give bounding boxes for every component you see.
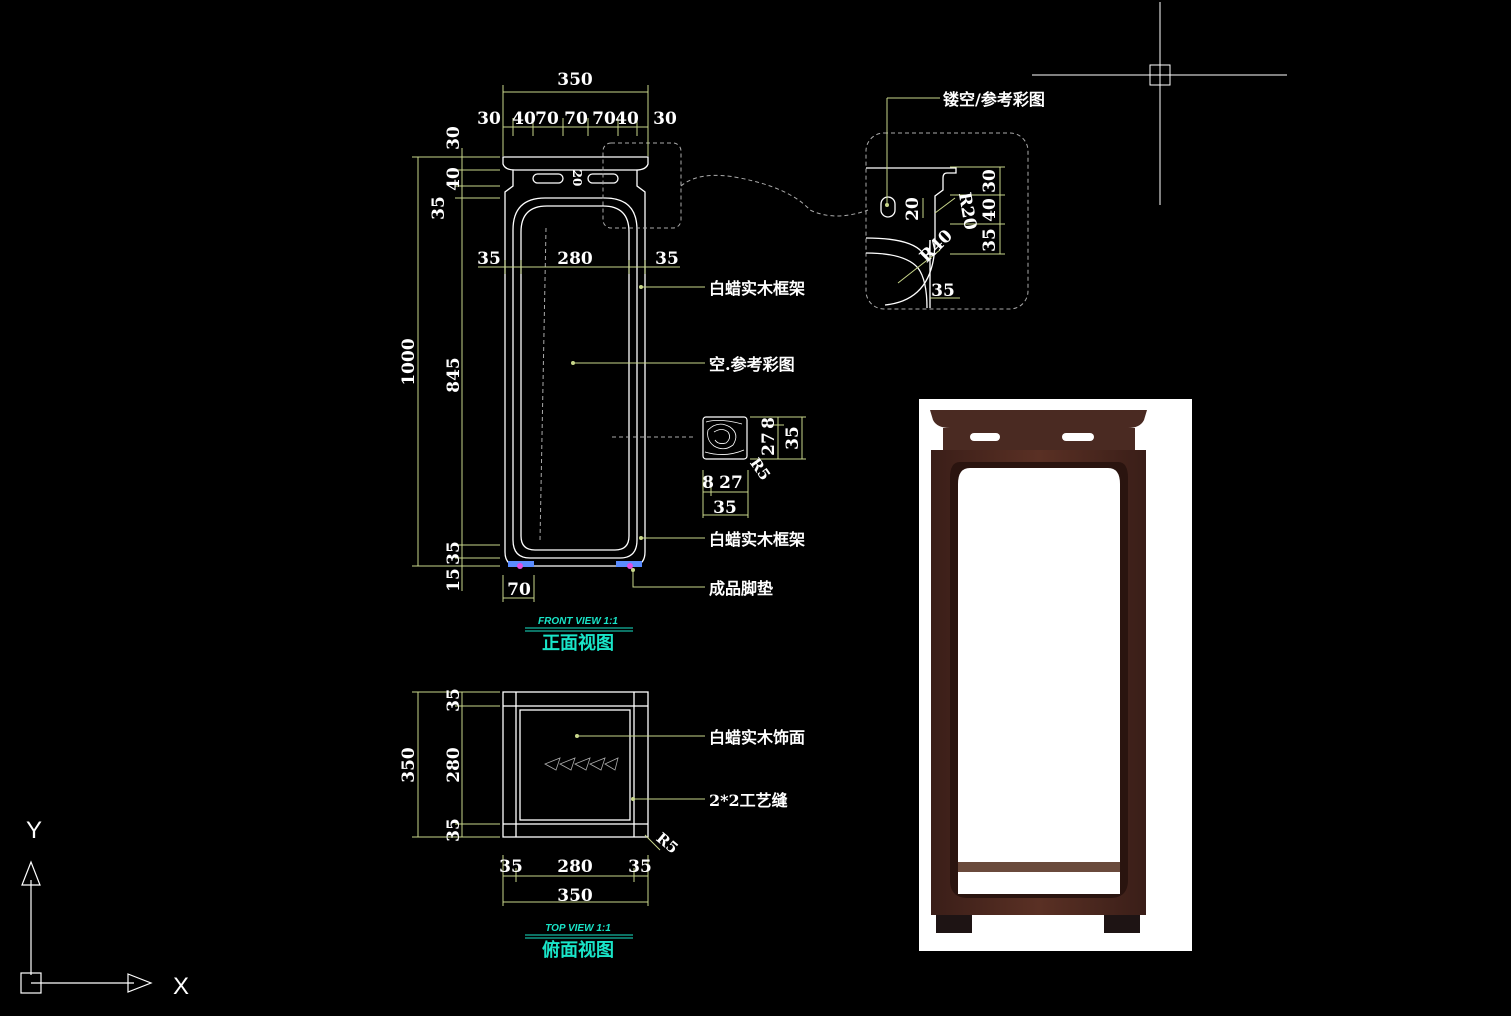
front-top-seg-6: 40 (615, 109, 639, 129)
front-top-seg-4: 70 (564, 109, 588, 129)
ucs-y-label: Y (26, 817, 42, 844)
section-dim-8-side: 8 (759, 417, 779, 429)
front-view-leader-dots (571, 285, 643, 572)
section-dim-8-bottom: 8 (702, 473, 714, 493)
front-top-seg-3: 70 (535, 109, 559, 129)
zoom-dim-r40: R40 (916, 226, 957, 267)
top-bottom-3: 35 (628, 857, 652, 877)
crosshair-cursor-icon (1032, 2, 1287, 205)
zoom-detail-dimension-lines (886, 97, 1005, 299)
front-view: 350 30 40 70 70 70 40 30 1000 30 40 35 8… (399, 70, 869, 654)
wood-grain-section-icon (702, 416, 748, 460)
front-foot-width: 70 (507, 580, 531, 600)
zoom-detail: 镂空/参考彩图 20 R20 R40 35 30 40 35 (865, 90, 1045, 310)
front-view-dimension-lines (412, 85, 705, 602)
wood-grain-arrows-icon (544, 757, 619, 771)
section-detail: 8 27 35 27 8 35 R5 (702, 416, 806, 518)
label-frame-top: 白蜡实木框架 (709, 279, 805, 298)
zoom-dim-35-bottom: 35 (931, 281, 955, 301)
top-total-bottom: 350 (557, 886, 593, 906)
front-view-subtitle: FRONT VIEW 1:1 (538, 616, 618, 627)
label-surface: 白蜡实木饰面 (709, 728, 805, 747)
front-mid-w-2: 280 (557, 249, 593, 269)
section-dim-27-bottom: 27 (719, 473, 743, 493)
top-left-2: 280 (444, 747, 464, 783)
top-view-dimension-lines (412, 691, 705, 906)
top-view-geometry (502, 691, 649, 838)
front-mid-w-3: 35 (655, 249, 679, 269)
front-top-seg-2: 40 (512, 109, 536, 129)
front-left-h-6: 15 (444, 568, 464, 592)
top-total-left: 350 (399, 747, 419, 783)
top-view: 350 35 280 35 35 280 35 350 R5 白蜡实木饰面 2*… (399, 688, 805, 961)
front-top-seg-1: 30 (477, 109, 501, 129)
reference-furniture-illustration (930, 410, 1147, 933)
zoom-dim-20: 20 (903, 197, 923, 221)
label-foot-pad: 成品脚垫 (709, 579, 773, 598)
top-view-leader-dots (575, 734, 635, 801)
zoom-dim-40: 40 (980, 198, 1000, 222)
front-slot-dim: 20 (570, 170, 584, 187)
section-dim-35-bottom: 35 (713, 498, 737, 518)
top-left-3: 35 (444, 818, 464, 842)
top-view-subtitle: TOP VIEW 1:1 (545, 923, 611, 934)
reference-photo (919, 399, 1192, 951)
zoom-detail-geometry (865, 167, 957, 309)
front-total-height: 1000 (399, 338, 419, 385)
top-view-title: 俯面视图 (542, 939, 614, 961)
front-left-h-2: 40 (444, 167, 464, 191)
top-bottom-2: 280 (557, 857, 593, 877)
front-top-seg-5: 70 (592, 109, 616, 129)
front-left-h-4: 845 (444, 357, 464, 393)
label-frame-bottom: 白蜡实木框架 (709, 530, 805, 549)
zoom-dim-r20: R20 (954, 191, 980, 232)
front-left-h-1: 30 (444, 126, 464, 150)
top-bottom-1: 35 (499, 857, 523, 877)
zoom-dim-30: 30 (980, 169, 1000, 193)
top-left-1: 35 (444, 688, 464, 712)
front-left-h-3: 35 (429, 196, 449, 220)
front-total-width: 350 (557, 70, 593, 90)
section-dim-35-side: 35 (783, 426, 803, 450)
zoom-leader-dot (885, 203, 889, 207)
front-view-geometry (502, 142, 869, 569)
zoom-detail-frame (865, 132, 1029, 310)
label-groove: 2*2工艺缝 (709, 791, 788, 810)
section-dim-27-side: 27 (759, 432, 779, 456)
front-top-seg-7: 30 (653, 109, 677, 129)
section-dimension-lines (702, 416, 806, 518)
zoom-dim-35-side: 35 (980, 228, 1000, 252)
front-mid-w-1: 35 (477, 249, 501, 269)
label-hollow: 空.参考彩图 (709, 355, 795, 374)
front-left-h-5: 35 (444, 541, 464, 565)
zoom-detail-label: 镂空/参考彩图 (943, 90, 1045, 109)
ucs-axis-icon: Y X (20, 817, 189, 1000)
front-view-title: 正面视图 (542, 632, 614, 654)
top-corner-radius: R5 (653, 829, 682, 858)
ucs-x-label: X (173, 973, 189, 1000)
